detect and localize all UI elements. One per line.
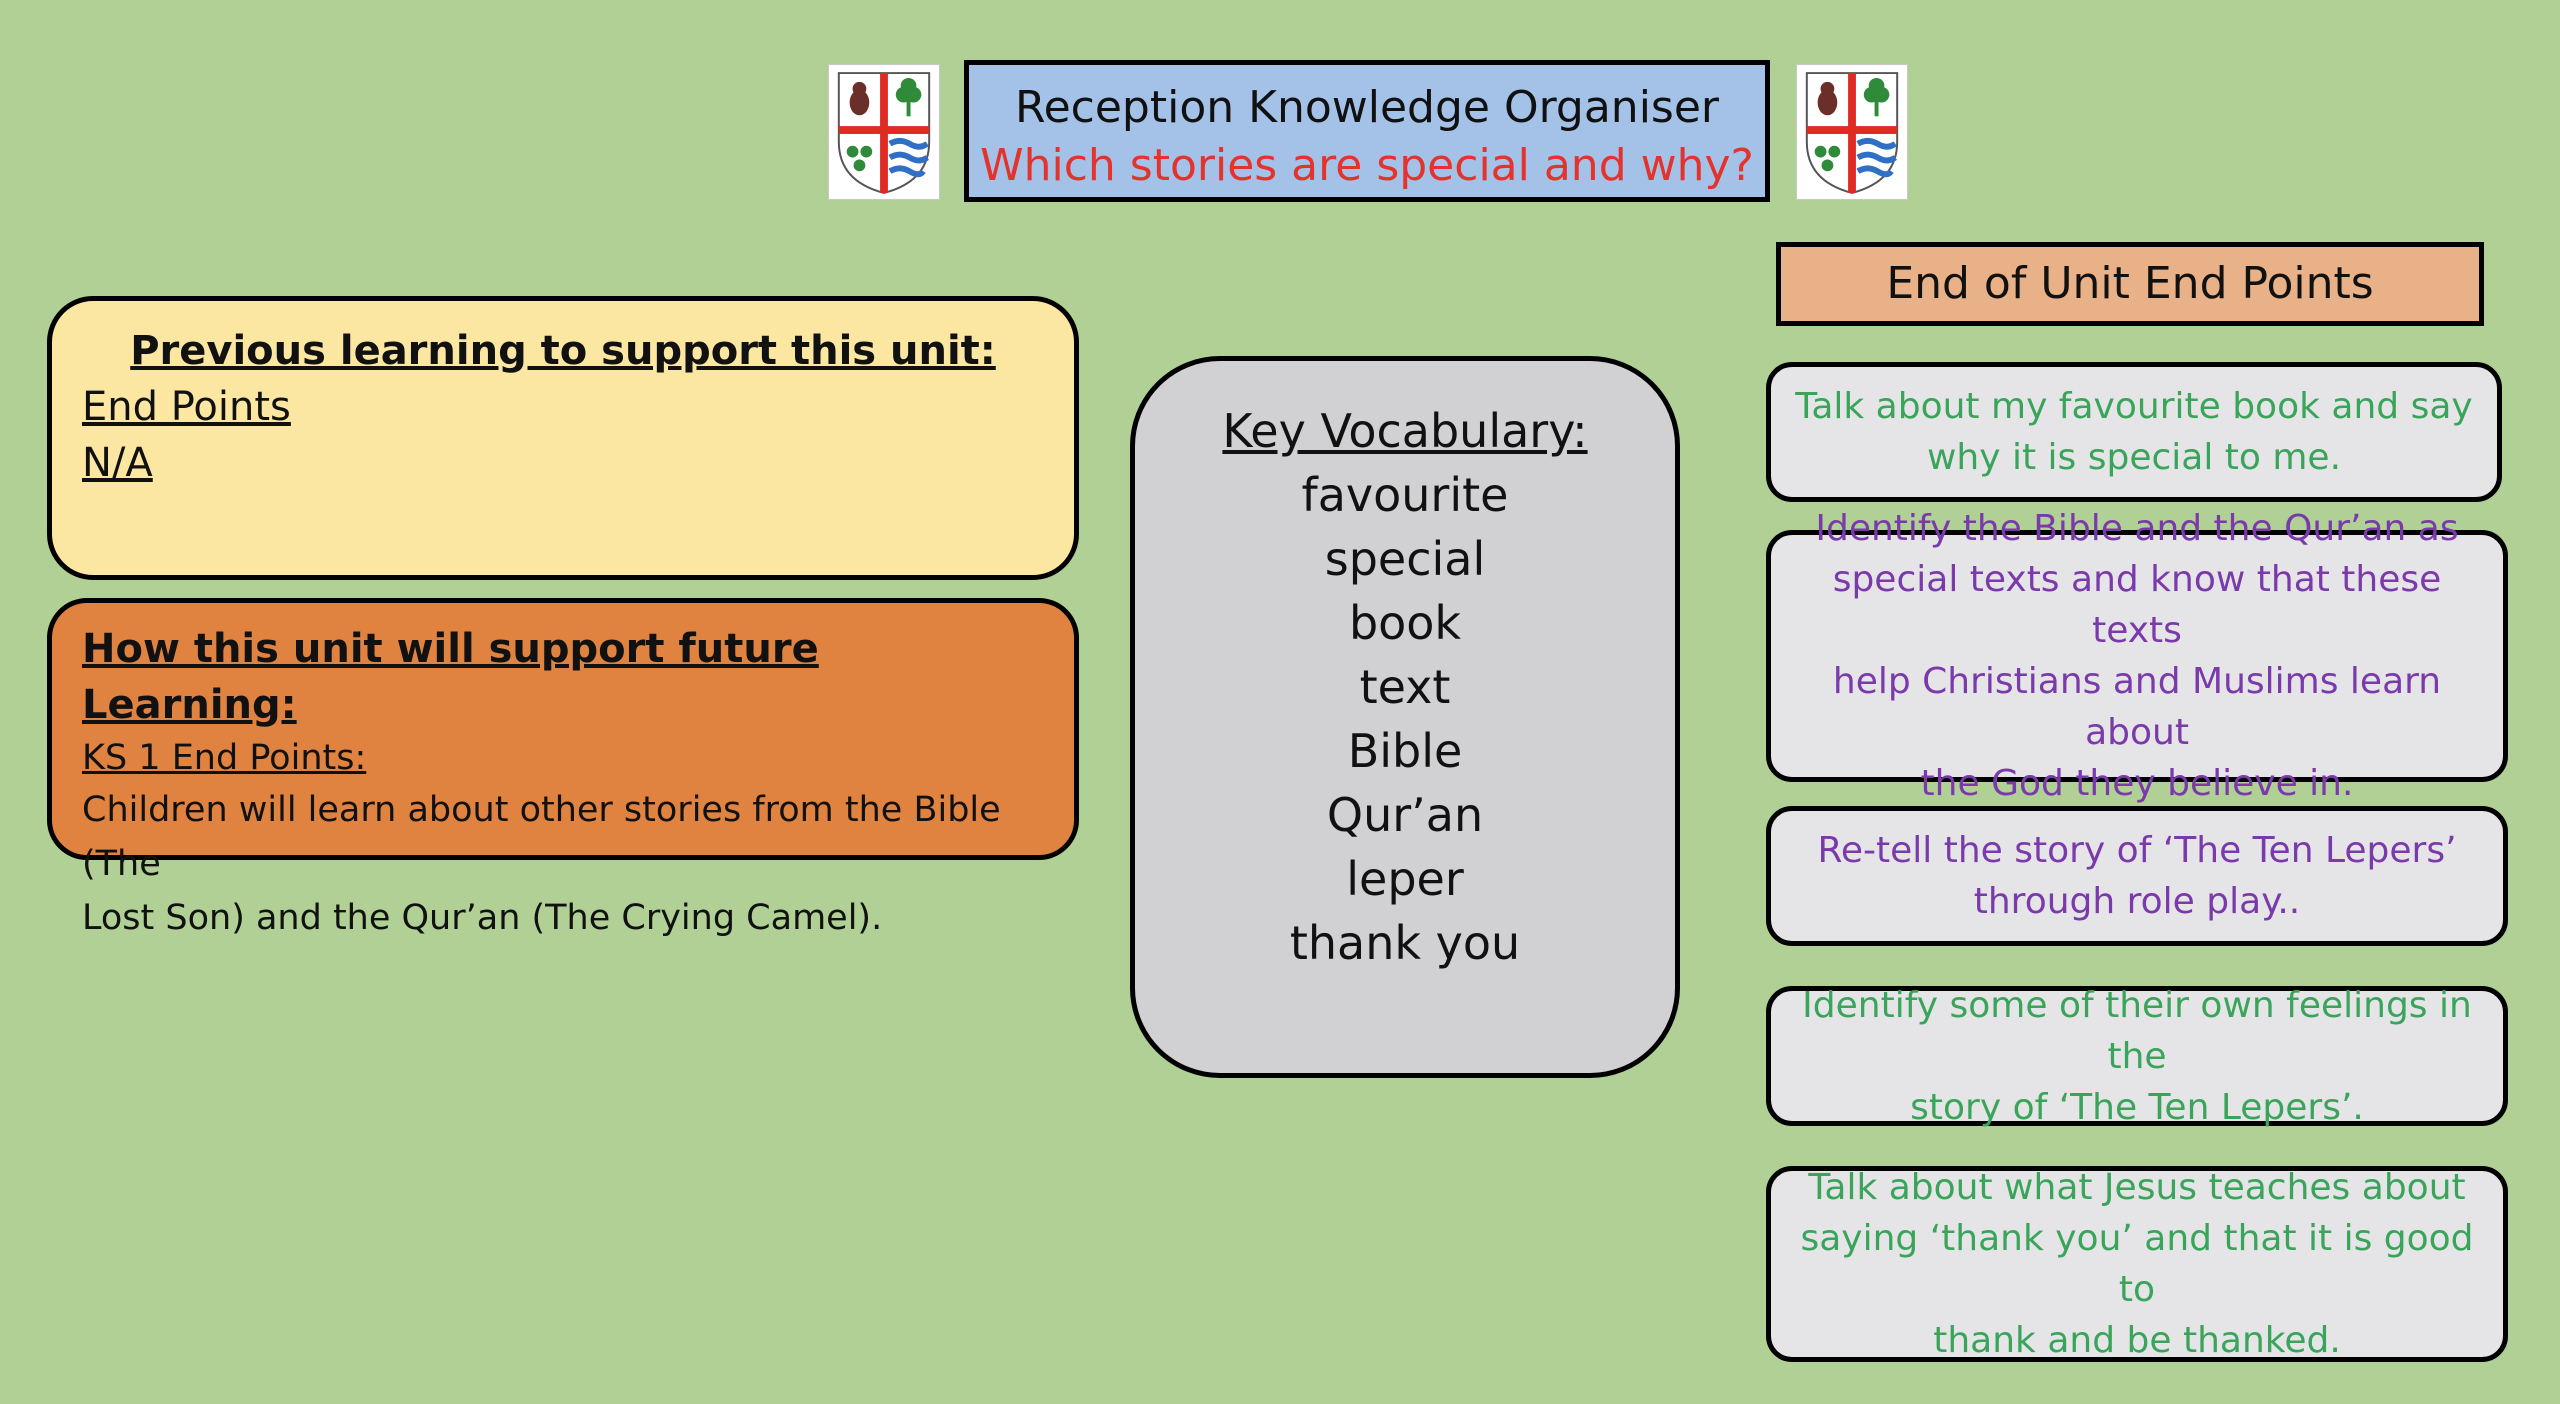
end-point-line: story of ‘The Ten Lepers’.: [1910, 1086, 2364, 1128]
end-point-line: Talk about what Jesus teaches about: [1808, 1167, 2466, 1208]
page-subtitle: Which stories are special and why?: [980, 140, 1754, 191]
end-point-line: special texts and know that these texts: [1832, 559, 2442, 651]
shield-icon: [1805, 72, 1899, 194]
end-point-line: Identify the Bible and the Qur’an as: [1815, 508, 2459, 549]
end-point-line: the God they believe in.: [1920, 763, 2354, 804]
vocab-word: thank you: [1289, 916, 1521, 970]
page-title: Reception Knowledge Organiser: [1014, 82, 1720, 133]
vocab-word: special: [1324, 532, 1486, 586]
future-learning-text-line: Lost Son) and the Qur’an (The Crying Cam…: [82, 898, 883, 938]
ks1-end-points-label: KS 1 End Points:: [82, 738, 367, 778]
end-point-item: Identify the Bible and the Qur’an as spe…: [1766, 508, 2508, 804]
end-point-line: Talk about my favourite book and say: [1795, 386, 2473, 427]
vocab-word: favourite: [1301, 468, 1509, 522]
title-banner: Reception Knowledge Organiser Which stor…: [964, 60, 1770, 202]
end-point-line: through role play..: [1973, 881, 2301, 922]
vocab-word: Bible: [1347, 724, 1463, 778]
end-point-item: Identify some of their own feelings in t…: [1766, 985, 2508, 1128]
key-vocabulary-heading: Key Vocabulary:: [1222, 404, 1588, 458]
school-crest-left: [828, 64, 940, 200]
future-learning-text-line: Children will learn about other stories …: [82, 790, 1001, 884]
future-learning-panel: How this unit will support future Learni…: [47, 598, 1079, 938]
vocab-word: book: [1348, 596, 1462, 650]
previous-learning-panel: Previous learning to support this unit: …: [47, 296, 1079, 580]
future-learning-heading: How this unit will support future Learni…: [82, 626, 819, 728]
vocab-word: Qur’an: [1326, 788, 1484, 842]
end-points-heading: End of Unit End Points: [1776, 242, 2484, 326]
end-point-line: help Christians and Muslims learn about: [1832, 661, 2442, 753]
shield-icon: [837, 72, 931, 194]
end-point-item: Talk about my favourite book and say why…: [1766, 362, 2502, 502]
previous-learning-heading: Previous learning to support this unit:: [130, 328, 996, 374]
vocab-word: text: [1359, 660, 1451, 714]
end-point-line: Re-tell the story of ‘The Ten Lepers’: [1817, 830, 2457, 871]
key-vocabulary-panel: Key Vocabulary: favourite special book t…: [1130, 356, 1680, 1078]
end-point-item: Talk about what Jesus teaches about sayi…: [1766, 1166, 2508, 1362]
end-point-line: thank and be thanked.: [1933, 1320, 2341, 1361]
previous-end-points-label: End Points: [82, 384, 291, 430]
previous-end-points-value: N/A: [82, 440, 153, 486]
end-point-line: Identify some of their own feelings in t…: [1802, 984, 2472, 1077]
school-crest-right: [1796, 64, 1908, 200]
end-point-line: why it is special to me.: [1926, 437, 2342, 478]
end-point-line: saying ‘thank you’ and that it is good t…: [1800, 1218, 2474, 1310]
end-point-item: Re-tell the story of ‘The Ten Lepers’ th…: [1766, 806, 2508, 946]
vocab-word: leper: [1346, 852, 1464, 906]
